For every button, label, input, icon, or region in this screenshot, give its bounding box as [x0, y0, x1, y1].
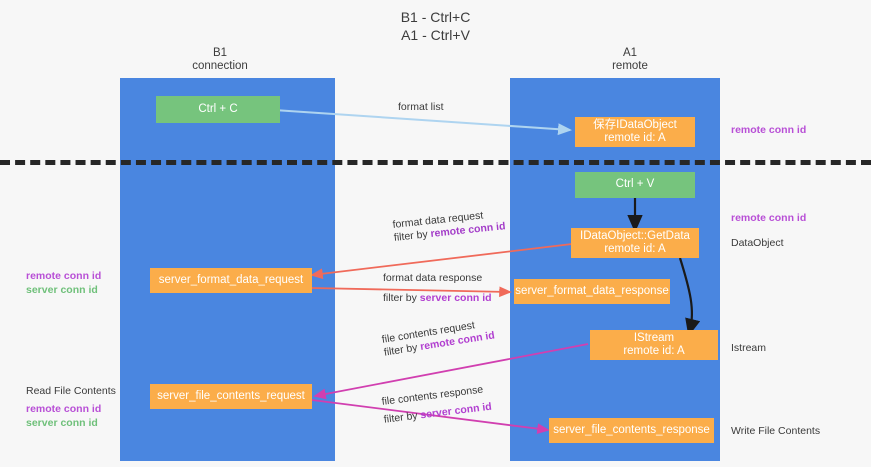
- node-save-idataobject-line1: 保存IDataObject: [593, 118, 677, 131]
- node-ctrl-c[interactable]: Ctrl + C: [156, 96, 280, 123]
- node-ctrl-v-label: Ctrl + V: [615, 178, 655, 191]
- fcresp-filter-key: server conn id: [419, 400, 493, 422]
- node-sfdreq-label: server_format_data_request: [158, 273, 304, 286]
- note-read-file-contents: Read File Contents: [26, 385, 116, 397]
- node-server-file-contents-request[interactable]: server_file_contents_request: [150, 384, 312, 409]
- node-save-idataobject[interactable]: 保存IDataObject remote id: A: [575, 117, 695, 147]
- fdresp-filter-prefix: filter by: [383, 292, 420, 304]
- note-dataobject: DataObject: [731, 237, 784, 249]
- node-server-file-contents-response[interactable]: server_file_contents_response: [549, 418, 714, 443]
- node-getdata-line2: remote id: A: [604, 243, 666, 255]
- node-sfcreq-label: server_file_contents_request: [157, 389, 305, 402]
- note-left2-server-conn-id: server conn id: [26, 417, 98, 429]
- node-idataobject-getdata[interactable]: IDataObject::GetData remote id: A: [571, 228, 699, 258]
- node-istream-line1: IStream: [633, 331, 675, 344]
- node-server-format-data-request[interactable]: server_format_data_request: [150, 268, 312, 293]
- node-getdata-line1: IDataObject::GetData: [580, 229, 690, 242]
- note-istream: Istream: [731, 342, 767, 354]
- note-remote-conn-id-top: remote conn id: [731, 124, 807, 136]
- fdresp-filter-key: server conn id: [419, 292, 492, 304]
- edge-label-format-data-response: format data response filter by server co…: [383, 272, 492, 305]
- edge-label-fdresp-line1: format data response: [383, 272, 483, 284]
- node-istream-line2: remote id: A: [623, 345, 685, 357]
- node-save-idataobject-line2: remote id: A: [604, 132, 666, 144]
- node-sfdresp-label: server_format_data_response: [515, 284, 669, 297]
- note-remote-conn-id-mid: remote conn id: [731, 212, 807, 224]
- node-istream[interactable]: IStream remote id: A: [590, 330, 718, 360]
- lane-title-b1: B1 connection: [192, 47, 248, 72]
- note-write-file-contents: Write File Contents: [731, 425, 821, 437]
- note-left-remote-conn-id: remote conn id: [26, 270, 102, 282]
- edge-label-file-contents-response: file contents response filter by server …: [381, 383, 493, 427]
- fdreq-filter-prefix: filter by: [393, 228, 432, 244]
- edge-label-format-data-request: format data request filter by remote con…: [392, 207, 506, 245]
- note-left2-remote-conn-id: remote conn id: [26, 403, 102, 415]
- page-title: B1 - Ctrl+C A1 - Ctrl+V: [400, 9, 471, 43]
- phase-divider: [0, 160, 871, 165]
- node-server-format-data-response[interactable]: server_format_data_response: [514, 279, 670, 304]
- edge-label-file-contents-request: file contents request filter by remote c…: [381, 316, 496, 359]
- fcresp-filter-prefix: filter by: [383, 409, 422, 426]
- edge-label-fdresp-filter: filter by server conn id: [383, 292, 492, 305]
- node-ctrl-v[interactable]: Ctrl + V: [575, 172, 695, 198]
- node-sfcresp-label: server_file_contents_response: [553, 423, 710, 436]
- lane-title-a1: A1 remote: [612, 47, 648, 72]
- node-ctrl-c-label: Ctrl + C: [198, 102, 238, 115]
- edge-label-format-list-text: format list: [398, 101, 444, 113]
- note-left-server-conn-id: server conn id: [26, 284, 98, 296]
- edge-label-format-list: format list: [398, 101, 444, 114]
